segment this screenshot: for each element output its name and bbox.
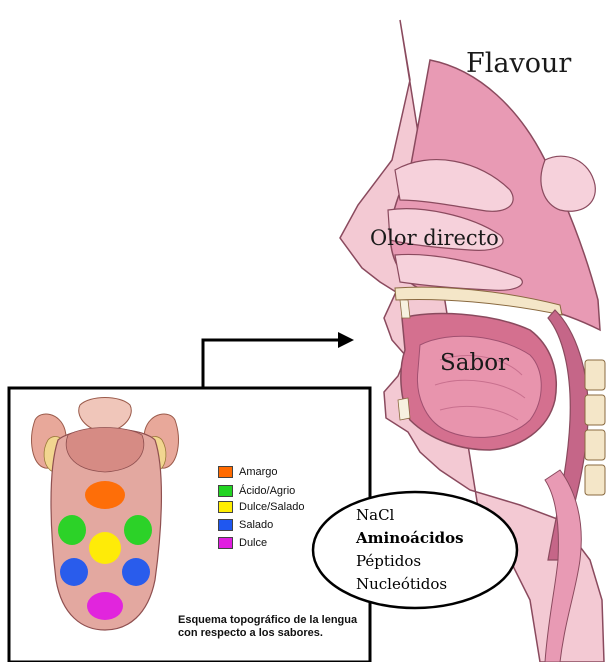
zone-acido-left — [58, 515, 86, 545]
legend-label: Dulce/Salado — [239, 501, 304, 513]
zone-amargo — [85, 481, 125, 509]
compound-aminoacidos: Aminoácidos — [356, 527, 464, 550]
compound-nacl: NaCl — [356, 504, 464, 527]
legend-swatch — [218, 501, 233, 513]
compound-peptidos: Péptidos — [356, 550, 464, 573]
sphenoid-sinus — [541, 156, 595, 211]
legend-swatch — [218, 537, 233, 549]
compounds-list: NaCl Aminoácidos Péptidos Nucleótidos — [356, 504, 464, 596]
legend-item-dulce: Dulce — [218, 537, 267, 549]
zone-dulce — [87, 592, 123, 620]
legend-label: Dulce — [239, 537, 267, 549]
legend-item-amargo: Amargo — [218, 466, 278, 478]
label-olor-directo: Olor directo — [370, 226, 499, 250]
zone-salado-left — [60, 558, 88, 586]
legend-swatch — [218, 519, 233, 531]
legend-swatch — [218, 466, 233, 478]
connector-arrow-head — [338, 332, 354, 348]
label-flavour: Flavour — [466, 48, 571, 79]
zone-salado-right — [122, 558, 150, 586]
legend-label: Amargo — [239, 466, 278, 478]
upper-teeth — [400, 300, 410, 318]
zone-dulce-salado — [89, 532, 121, 564]
legend-item-dulce-salado: Dulce/Salado — [218, 501, 304, 513]
legend-label: Salado — [239, 519, 273, 531]
legend-item-acido: Ácido/Agrio — [218, 485, 295, 497]
legend-label: Ácido/Agrio — [239, 485, 295, 497]
tongue-caption: Esquema topográfico de la lengua con res… — [178, 614, 363, 640]
label-sabor: Sabor — [440, 350, 509, 376]
connector-arrow-line — [203, 340, 340, 388]
lower-teeth — [398, 398, 410, 420]
zone-acido-right — [124, 515, 152, 545]
legend-swatch — [218, 485, 233, 497]
compound-nucleotidos: Nucleótidos — [356, 573, 464, 596]
legend-item-salado: Salado — [218, 519, 273, 531]
